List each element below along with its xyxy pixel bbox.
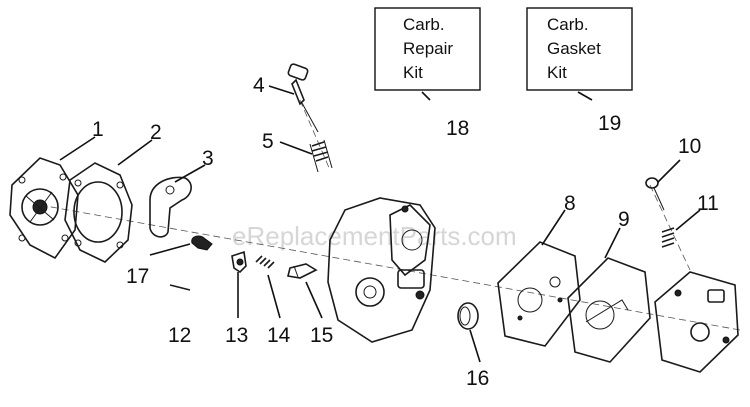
leader-9 (604, 227, 621, 259)
leader-10 (657, 159, 681, 183)
part-17-screw (191, 235, 213, 251)
label-part-10: 10 (678, 135, 701, 158)
watermark: eReplacementParts.com (232, 221, 517, 251)
part-5-spring (309, 139, 333, 173)
label-part-8: 8 (564, 192, 576, 215)
leader-3 (174, 164, 206, 183)
leader-2 (117, 139, 153, 166)
part-14-spring (255, 255, 275, 269)
label-part-13: 13 (225, 324, 248, 347)
part-12-pin (169, 284, 191, 291)
label-part-9: 9 (618, 208, 630, 231)
leader-4 (268, 85, 295, 95)
part-11-spring (661, 227, 675, 248)
label-part-5: 5 (262, 130, 274, 153)
part-13-lever (231, 250, 247, 274)
leader-16 (469, 329, 481, 363)
gasket-kit-line3: Kit (547, 63, 567, 82)
label-part-3: 3 (202, 147, 214, 170)
leader-14 (267, 274, 281, 319)
label-part-12: 12 (168, 324, 191, 347)
gasket-kit-box (526, 7, 633, 91)
part-8-gasket (497, 241, 581, 347)
label-part-15: 15 (310, 324, 333, 347)
leader-18 (421, 91, 431, 101)
repair-kit-line3: Kit (403, 63, 423, 82)
part-3-screen (149, 176, 192, 238)
metering-cover (654, 271, 739, 373)
label-part-11: 11 (697, 192, 719, 215)
label-part-4: 4 (253, 74, 265, 97)
label-part-17: 17 (126, 265, 149, 288)
leader-17 (149, 243, 191, 256)
label-part-14: 14 (267, 324, 291, 347)
part-2-diaphragm (64, 162, 133, 263)
label-part-19: 19 (598, 112, 621, 135)
part-9-metering-diaphragm (567, 257, 651, 363)
leader-8 (541, 209, 566, 246)
label-part-16: 16 (466, 367, 489, 390)
part-1-pump-cover (9, 157, 79, 260)
carburetor-body (327, 197, 436, 343)
label-part-18: 18 (446, 117, 469, 140)
leader-5 (279, 141, 313, 155)
part-10-screw (645, 177, 665, 211)
gasket-kit-line1: Carb. (547, 15, 589, 34)
leader-1 (59, 136, 96, 161)
repair-kit-line1: Carb. (403, 15, 445, 34)
assembly-axis-right (649, 184, 691, 271)
part-16-welch-plug (457, 302, 479, 330)
leader-19 (577, 91, 593, 101)
repair-kit-line2: Repair (403, 39, 453, 58)
assembly-axis-upper (299, 99, 331, 171)
repair-kit-box (374, 7, 481, 91)
gasket-kit-line2: Gasket (547, 39, 601, 58)
assembly-axis (39, 204, 741, 331)
leader-15 (305, 281, 323, 319)
leader-11 (675, 209, 701, 231)
label-part-2: 2 (150, 121, 162, 144)
part-4-needle-screw (287, 63, 319, 133)
label-part-1: 1 (92, 118, 104, 141)
part-15-needle (287, 263, 318, 279)
